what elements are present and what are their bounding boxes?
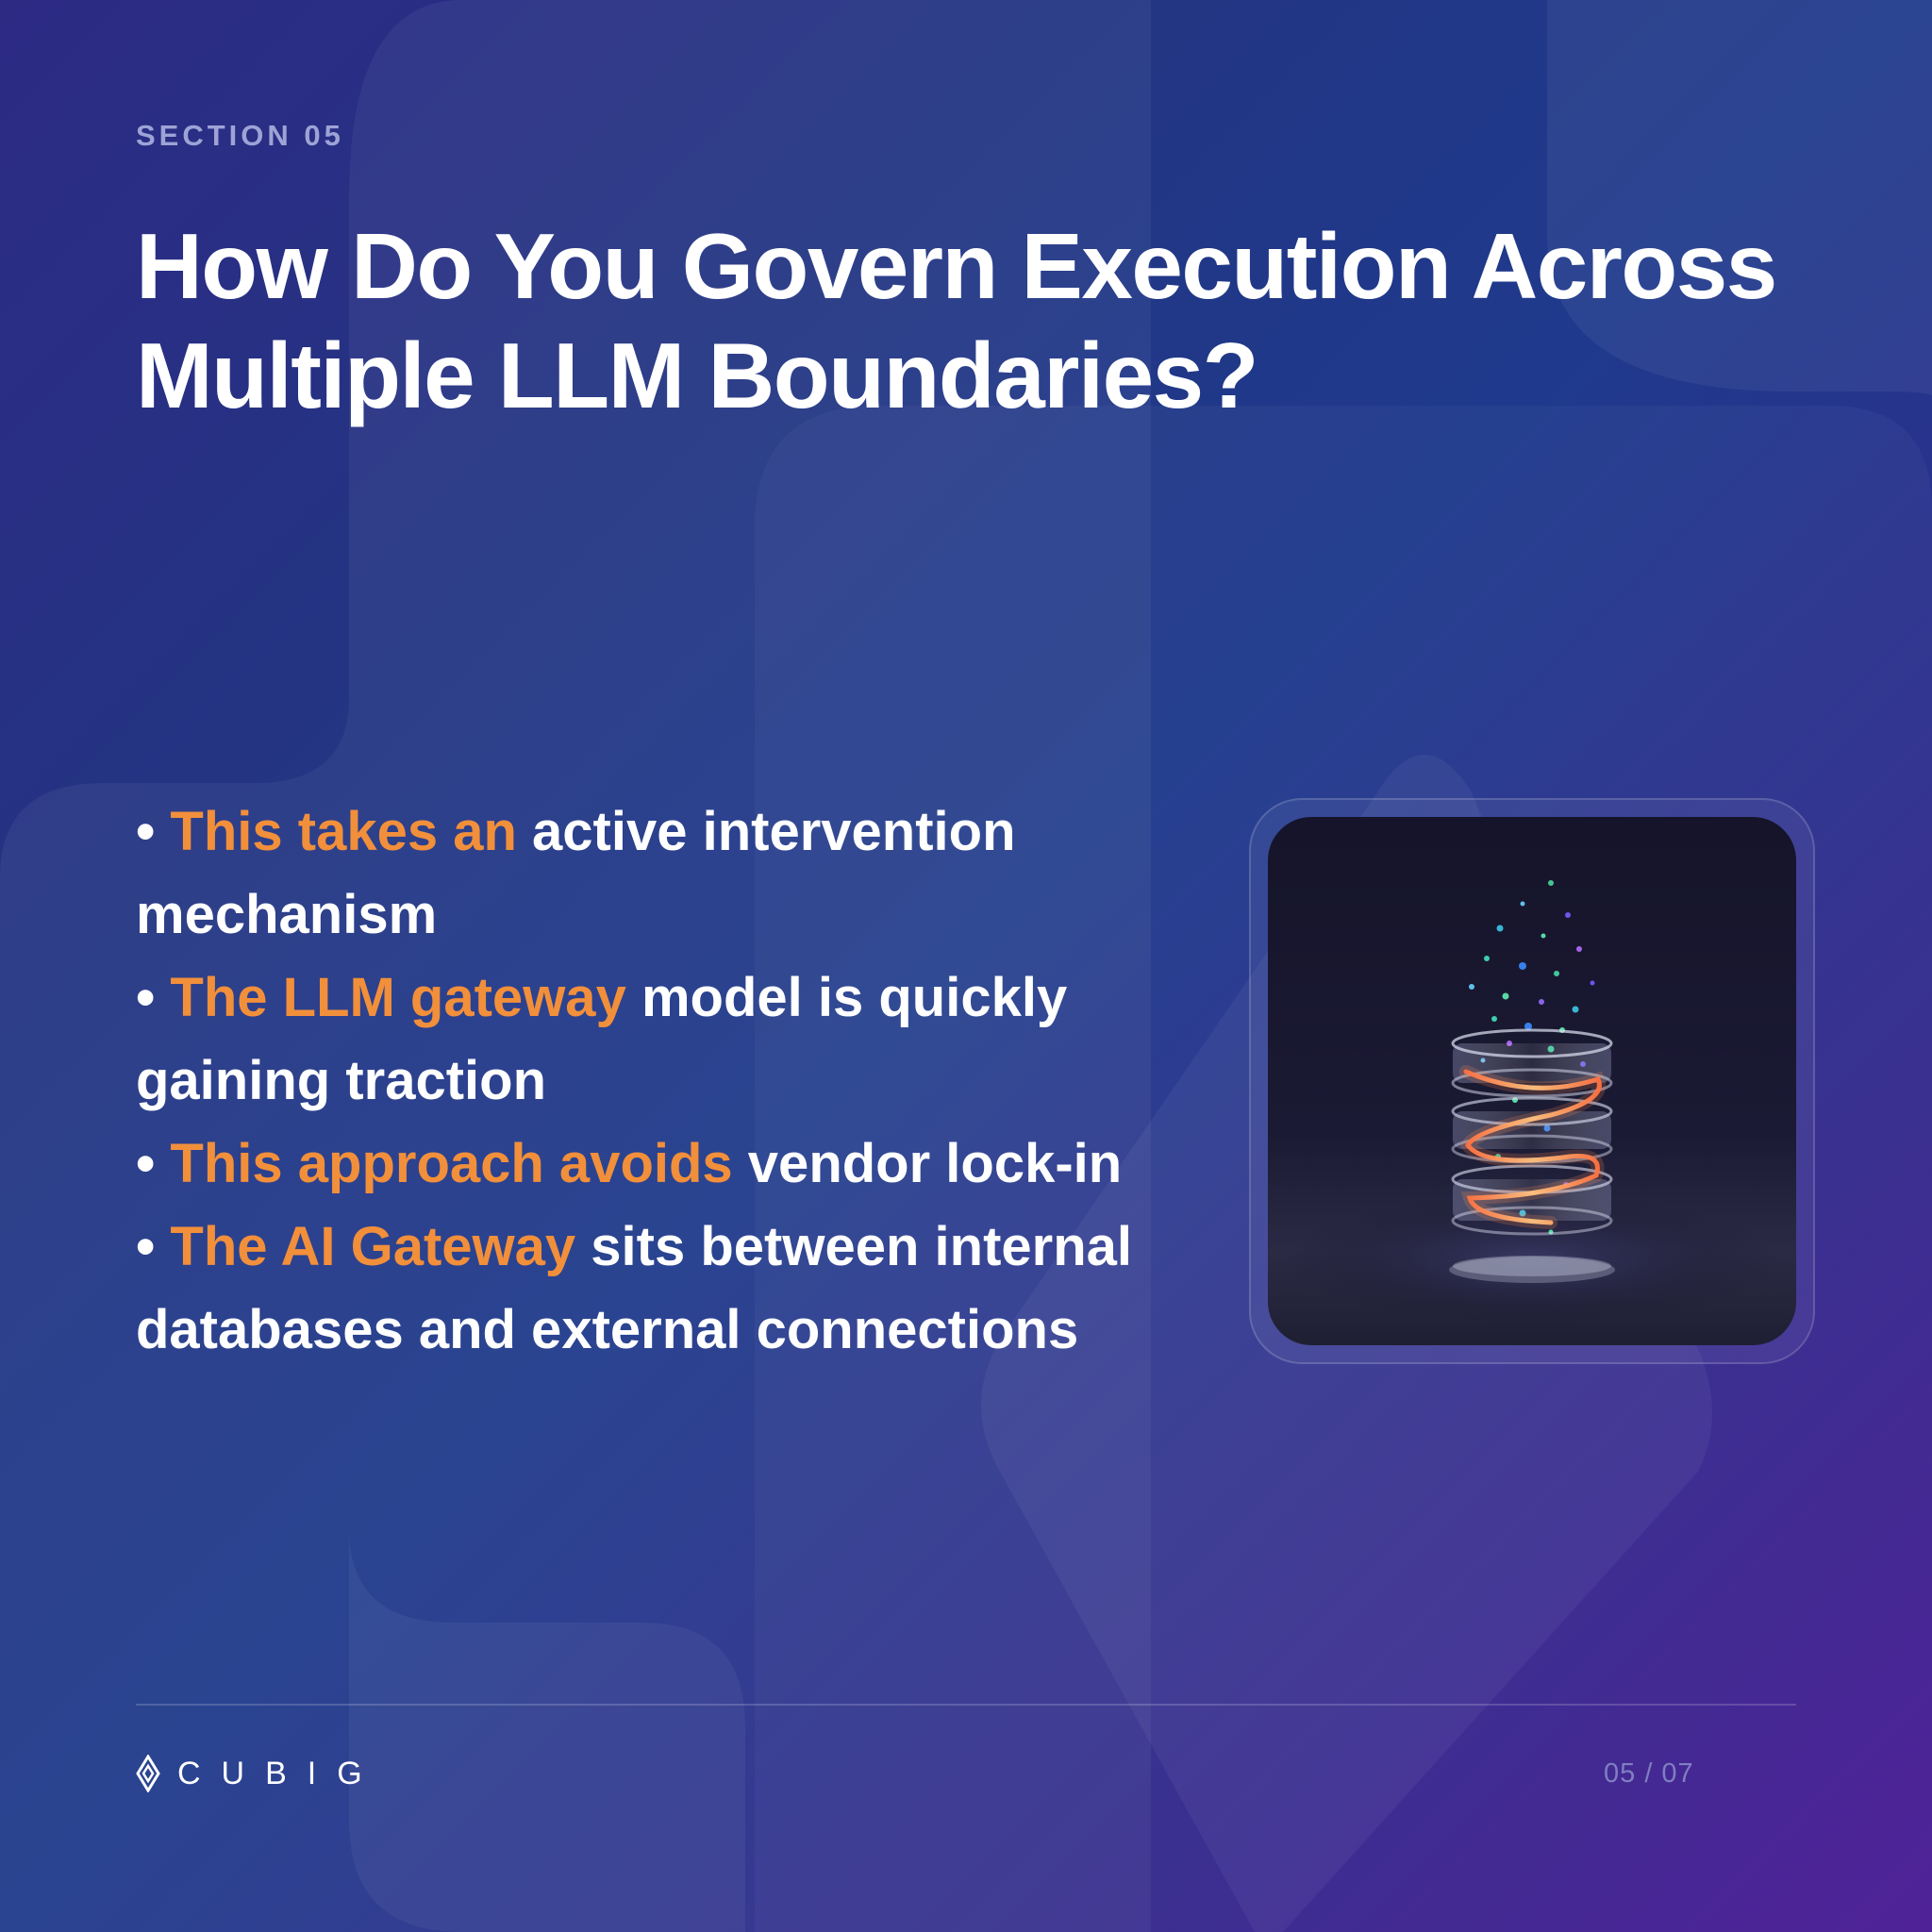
bullet-item: • This approach avoids vendor lock-in (136, 1123, 1221, 1206)
section-label: SECTION 05 (136, 119, 344, 152)
bullet-item: • This takes an active intervention mech… (136, 791, 1221, 957)
bullet-highlight: This takes an (170, 801, 517, 862)
bullet-marker: • (136, 967, 171, 1028)
bg-shape-top (349, 0, 1151, 1932)
bg-shape-left (0, 698, 745, 1932)
bullet-marker: • (136, 1216, 171, 1277)
bullet-marker: • (136, 1133, 171, 1194)
bullet-list: • This takes an active intervention mech… (136, 791, 1221, 1372)
brand-logo: CUBIG (136, 1755, 383, 1792)
cubig-logo-icon (136, 1755, 160, 1792)
image-card (1249, 798, 1815, 1364)
bullet-text: sits between internal databases and exte… (136, 1216, 1133, 1360)
bullet-highlight: The LLM gateway (170, 967, 626, 1028)
bullet-item: • The LLM gateway model is quickly gaini… (136, 957, 1221, 1123)
brand-name: CUBIG (177, 1755, 383, 1791)
bullet-text: model is quickly gaining traction (136, 967, 1068, 1111)
bullet-highlight: This approach avoids (170, 1133, 733, 1194)
bullet-text: active intervention mechanism (136, 801, 1016, 945)
footer-divider (136, 1704, 1796, 1706)
bullet-highlight: The AI Gateway (170, 1216, 576, 1277)
page-title: How Do You Govern Execution Across Multi… (136, 214, 1777, 427)
illustration-image (1268, 817, 1796, 1345)
bullet-marker: • (136, 801, 171, 862)
bullet-text: vendor lock-in (732, 1133, 1123, 1194)
page-number: 05 / 07 (1604, 1758, 1694, 1789)
bullet-item: • The AI Gateway sits between internal d… (136, 1206, 1221, 1372)
bg-shape-right (1547, 0, 1932, 396)
glass-cylinder-particles-icon (1287, 880, 1777, 1326)
spiral-glow (1463, 1069, 1602, 1225)
